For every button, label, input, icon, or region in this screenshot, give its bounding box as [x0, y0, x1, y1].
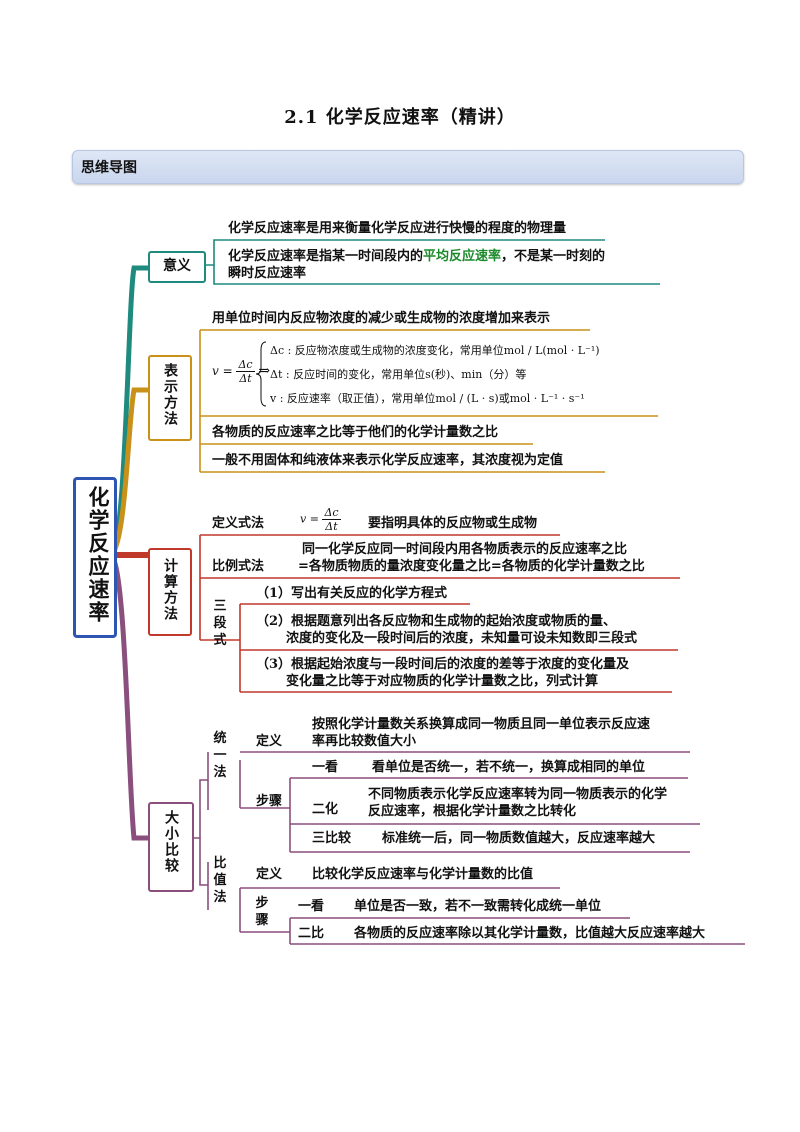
rate-formula-den: Δt: [239, 372, 252, 385]
formula-line-v: v : 反应速率（取正值），常用单位mol / (L · s)或mol · L⁻…: [270, 392, 585, 405]
representation-top: 用单位时间内反应物浓度的减少或生成物的浓度增加来表示: [212, 311, 551, 326]
unify-definition-line-1: 按照化学计量数关系换算成同一物质且同一单位表示反应速: [312, 717, 651, 732]
unify-step-2-line-2: 反应速率，根据化学计量数之比转化: [368, 804, 577, 819]
meaning-line-2-highlight: 平均反应速率: [423, 249, 502, 264]
meaning-line-1: 化学反应速率是用来衡量化学反应进行快慢的程度的物理量: [228, 221, 567, 236]
rate-formula-num: Δc: [236, 358, 255, 372]
meaning-line-2: 化学反应速率是指某一时间段内的平均反应速率，不是某一时刻的: [228, 248, 605, 266]
calc-step-3a: （3）根据起始浓度与一段时间后的浓度的差等于浓度的变化量及: [256, 657, 630, 672]
formula-brace: [255, 341, 267, 407]
unify-step-3-label: 三比较: [312, 831, 352, 846]
root-label: 化学反应速率: [86, 486, 110, 624]
section-banner-label: 思维导图: [81, 160, 137, 176]
ratio-steps-label: 步骤: [255, 896, 269, 928]
unify-method-label: 统一法: [213, 731, 227, 780]
meaning-line-3: 瞬时反应速率: [228, 266, 307, 281]
node-representation-label: 表示方法: [162, 363, 178, 427]
calc-definition-den: Δt: [325, 520, 338, 533]
page-title: 2.1 化学反应速率（精讲）: [284, 107, 516, 128]
calc-step-2a: （2）根据题意列出各反应物和生成物的起始浓度或物质的量、: [256, 614, 617, 629]
calc-step-3b: 变化量之比等于对应物质的化学计量数之比，列式计算: [286, 674, 599, 689]
ratio-step-1-text: 单位是否一致，若不一致需转化成统一单位: [354, 899, 602, 914]
calc-ratio-label: 比例式法: [212, 559, 265, 574]
node-calculation-label: 计算方法: [162, 558, 178, 622]
rate-formula-arrow: ⇒: [258, 363, 271, 379]
calc-definition-num: Δc: [322, 506, 341, 520]
unify-step-2-label: 二化: [312, 802, 339, 817]
unify-definition-line-2: 率再比较数值大小: [312, 734, 417, 749]
calc-definition-note: 要指明具体的反应物或生成物: [368, 516, 538, 531]
unify-definition-label: 定义: [256, 734, 283, 749]
calc-three-step-label: 三段式: [213, 599, 227, 648]
rate-formula-v: v =: [212, 364, 233, 378]
formula-line-delta-t: Δt : 反应时间的变化，常用单位s(秒)、min（分）等: [270, 368, 527, 381]
ratio-definition-text: 比较化学反应速率与化学计量数的比值: [312, 867, 534, 882]
node-meaning-label: 意义: [163, 258, 191, 274]
node-representation: 表示方法: [148, 355, 192, 441]
unify-step-2-line-1: 不同物质表示化学反应速率转为同一物质表示的化学: [368, 787, 668, 802]
root-node: 化学反应速率: [73, 477, 117, 638]
unify-step-3-text: 标准统一后，同一物质数值越大，反应速率越大: [382, 831, 656, 846]
unify-steps-label: 步骤: [256, 794, 283, 809]
node-comparison: 大小比较: [148, 802, 194, 892]
ratio-method-label: 比值法: [213, 856, 227, 905]
representation-ratio: 各物质的反应速率之比等于他们的化学计量数之比: [212, 425, 499, 440]
meaning-line-2-a: 化学反应速率是指某一时间段内的: [228, 249, 424, 264]
ratio-step-2-label: 二比: [298, 926, 325, 941]
calc-definition-v: v =: [300, 512, 319, 526]
formula-line-delta-c: Δc : 反应物浓度或生成物的浓度变化，常用单位mol / L(mol · L⁻…: [270, 344, 600, 357]
node-calculation: 计算方法: [148, 548, 192, 636]
calc-step-1: （1）写出有关反应的化学方程式: [256, 586, 448, 601]
unify-step-1-text: 看单位是否统一，若不统一，换算成相同的单位: [372, 760, 646, 775]
calc-step-2b: 浓度的变化及一段时间后的浓度，未知量可设未知数即三段式: [286, 631, 638, 646]
ratio-step-2-text: 各物质的反应速率除以其化学计量数，比值越大反应速率越大: [354, 926, 706, 941]
section-banner: 思维导图: [72, 150, 744, 184]
representation-solid-liquid: 一般不用固体和纯液体来表示化学反应速率，其浓度视为定值: [212, 453, 564, 468]
calc-ratio-line-1: 同一化学反应同一时间段内用各物质表示的反应速率之比: [302, 542, 628, 557]
unify-step-1-label: 一看: [312, 760, 339, 775]
meaning-line-2-b: ，不是某一时刻的: [501, 249, 606, 264]
calc-ratio-line-2: =各物质物质的量浓度变化量之比=各物质的化学计量数之比: [298, 559, 645, 574]
calc-definition-label: 定义式法: [212, 516, 265, 531]
ratio-definition-label: 定义: [256, 867, 283, 882]
node-comparison-label: 大小比较: [163, 810, 179, 874]
ratio-step-1-label: 一看: [298, 899, 325, 914]
node-meaning: 意义: [148, 251, 206, 283]
